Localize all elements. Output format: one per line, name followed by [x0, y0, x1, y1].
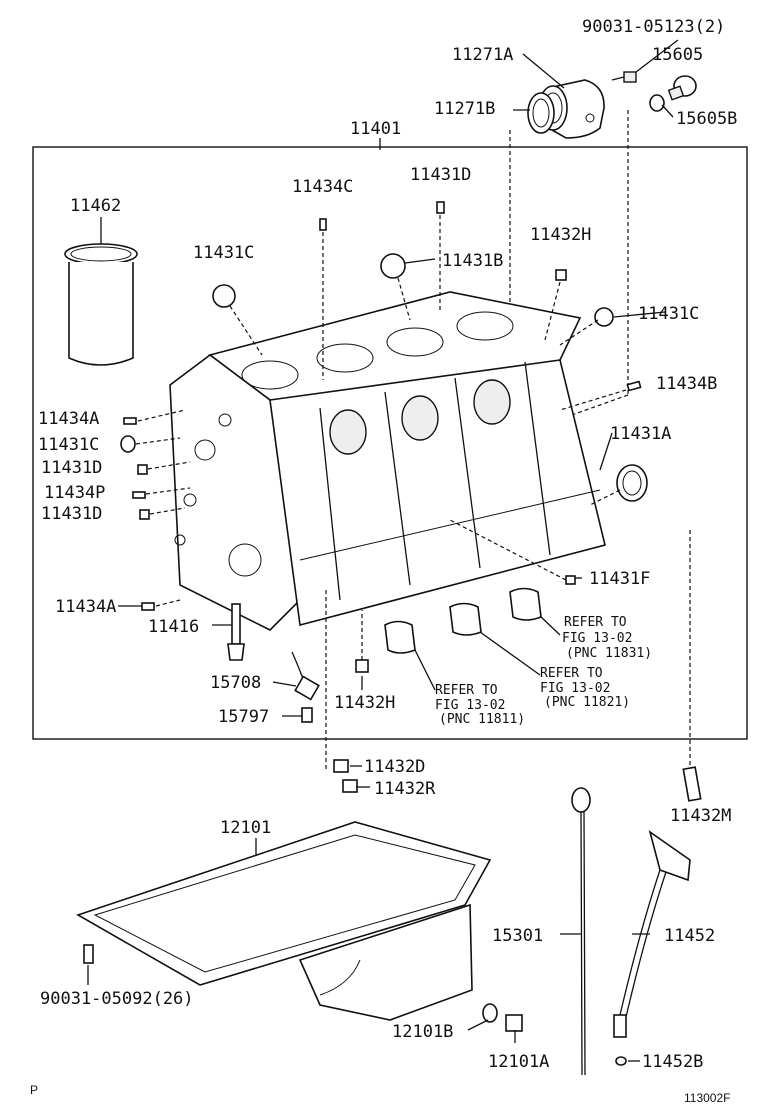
plug-11432H-low[interactable]: [355, 659, 369, 673]
fitting-11432R[interactable]: [342, 779, 358, 793]
label-11462: 11462: [70, 196, 121, 216]
label-15605: 15605: [652, 45, 703, 65]
sleeve-11432M[interactable]: [682, 766, 702, 802]
drain-gasket-12101B[interactable]: [482, 1003, 498, 1023]
ref-11821-line3: (PNC 11821): [544, 695, 630, 710]
footer-mark: P: [30, 1083, 38, 1097]
ref-11821-line2: FIG 13-02: [540, 681, 610, 696]
label-11431C-mid: 11431C: [38, 435, 99, 455]
label-11431C-right: 11431C: [638, 304, 699, 324]
ref-11821-line1: REFER TO: [540, 666, 603, 681]
label-11431A: 11431A: [610, 424, 671, 444]
label-15708: 15708: [210, 673, 261, 693]
label-11434C: 11434C: [292, 177, 353, 197]
label-11431B: 11431B: [442, 251, 503, 271]
figure-code: 113002F: [684, 1091, 730, 1105]
ref-11831-line1: REFER TO: [564, 615, 627, 630]
label-12101B: 12101B: [392, 1022, 453, 1042]
label-11401: 11401: [350, 119, 401, 139]
label-11431D-mid: 11431D: [41, 458, 102, 478]
bolt-15797[interactable]: [301, 707, 313, 723]
pan-bolt-90031-05092[interactable]: [83, 944, 94, 985]
label-12101A: 12101A: [488, 1052, 549, 1072]
bolt-11416[interactable]: [227, 603, 245, 661]
label-11431C-left: 11431C: [193, 243, 254, 263]
label-11432M: 11432M: [670, 806, 731, 826]
label-11434A-upper: 11434A: [38, 409, 99, 429]
label-11452B: 11452B: [642, 1052, 703, 1072]
ref-11831-line2: FIG 13-02: [562, 631, 632, 646]
bearing-11821[interactable]: [449, 602, 482, 636]
filler-gasket[interactable]: [527, 92, 555, 134]
plug-11431D-top[interactable]: [436, 201, 445, 214]
label-15301: 15301: [492, 926, 543, 946]
plug-11431B[interactable]: [380, 253, 406, 279]
ref-11831-line3: (PNC 11831): [566, 646, 652, 661]
label-90031-05123: 90031-05123(2): [582, 17, 725, 37]
label-11416: 11416: [148, 617, 199, 637]
pin-11434P[interactable]: [132, 491, 146, 499]
label-11432R: 11432R: [374, 779, 436, 799]
drain-plug-12101A[interactable]: [505, 1014, 523, 1032]
plug-11431C-left[interactable]: [212, 284, 236, 308]
label-11432H-low: 11432H: [334, 693, 395, 713]
label-11431F: 11431F: [589, 569, 650, 589]
cap-gasket-ring[interactable]: [649, 94, 665, 112]
label-11432H-top: 11432H: [530, 225, 591, 245]
label-90031-05092: 90031-05092(26): [40, 989, 194, 1009]
bolt-90031-05123[interactable]: [611, 71, 637, 83]
pin-11434B[interactable]: [626, 380, 642, 392]
plug-11432H-top[interactable]: [555, 269, 567, 281]
label-11431D-low: 11431D: [41, 504, 102, 524]
bearing-11831[interactable]: [509, 587, 542, 621]
ref-11811-line1: REFER TO: [435, 683, 498, 698]
fitting-11432D[interactable]: [333, 759, 349, 773]
oil-filler-cap[interactable]: [667, 75, 697, 101]
plug-11431D-mid[interactable]: [137, 464, 148, 475]
plug-11431F[interactable]: [565, 575, 576, 585]
plug-11434C[interactable]: [319, 218, 327, 231]
plug-11431C-mid[interactable]: [120, 435, 136, 453]
plug-11431C-right[interactable]: [594, 307, 614, 327]
label-11434A-lower: 11434A: [55, 597, 116, 617]
label-11431D-top: 11431D: [410, 165, 471, 185]
seal-11431A[interactable]: [616, 464, 648, 502]
oil-pan[interactable]: [76, 821, 492, 1021]
oil-nozzle-15708[interactable]: [291, 651, 320, 701]
dipstick[interactable]: [571, 787, 591, 1076]
pin-11434A-lower[interactable]: [141, 602, 155, 611]
label-11271A: 11271A: [452, 45, 513, 65]
ref-11811-line2: FIG 13-02: [435, 698, 505, 713]
label-11432D: 11432D: [364, 757, 425, 777]
bearing-11811[interactable]: [384, 620, 416, 654]
o-ring-11452B[interactable]: [615, 1056, 627, 1066]
dipstick-guide[interactable]: [613, 830, 691, 1038]
label-11271B: 11271B: [434, 99, 495, 119]
label-15797: 15797: [218, 707, 269, 727]
label-11434B: 11434B: [656, 374, 717, 394]
cylinder-block[interactable]: [169, 291, 606, 631]
cylinder-liner[interactable]: [64, 217, 138, 366]
label-12101: 12101: [220, 818, 271, 838]
block-assembly-frame: [32, 146, 748, 740]
pin-11434A-upper[interactable]: [123, 417, 137, 425]
label-11434P: 11434P: [44, 483, 105, 503]
label-11452: 11452: [664, 926, 715, 946]
plug-11431D-low[interactable]: [139, 509, 150, 520]
label-15605B: 15605B: [676, 109, 737, 129]
ref-11811-line3: (PNC 11811): [439, 712, 525, 727]
